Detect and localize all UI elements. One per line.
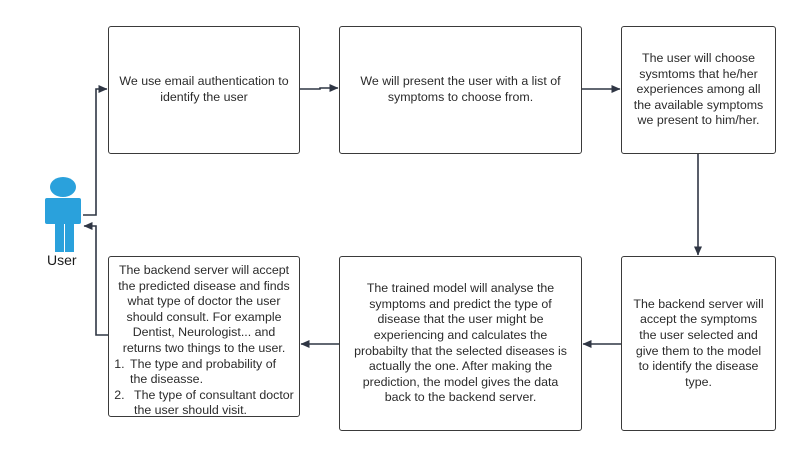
step-text: The trained model will analyse the sympt…: [354, 281, 567, 405]
step-user-chooses-symptoms: The user will choose sysmtoms that he/he…: [621, 26, 776, 154]
arrow-result-to-user: [83, 222, 108, 336]
arrow-user-to-auth: [83, 85, 108, 216]
step-present-symptoms: We will present the user with a list of …: [339, 26, 582, 154]
result-list: The type and probability of the diseasse…: [113, 357, 295, 419]
step-model-prediction: The trained model will analyse the sympt…: [339, 256, 582, 431]
step-backend-accepts-symptoms: The backend server will accept the sympt…: [621, 256, 776, 431]
user-icon: [45, 177, 81, 252]
step-backend-returns-result: The backend server will accept the predi…: [108, 256, 300, 417]
step-email-authentication: We use email authentication to identify …: [108, 26, 300, 154]
step-text: The backend server will accept the predi…: [118, 263, 290, 355]
user-label: User: [47, 252, 77, 268]
step-text: We will present the user with a list of …: [360, 74, 561, 104]
step-text: The backend server will accept the sympt…: [633, 296, 764, 389]
result-list-item: The type of consultant doctor the user s…: [128, 388, 295, 419]
step-text: We use email authentication to identify …: [119, 74, 289, 104]
result-list-item: The type and probability of the diseasse…: [128, 357, 295, 388]
arrow-auth-to-symptom-list: [300, 84, 339, 92]
step-text: The user will choose sysmtoms that he/he…: [633, 51, 764, 128]
